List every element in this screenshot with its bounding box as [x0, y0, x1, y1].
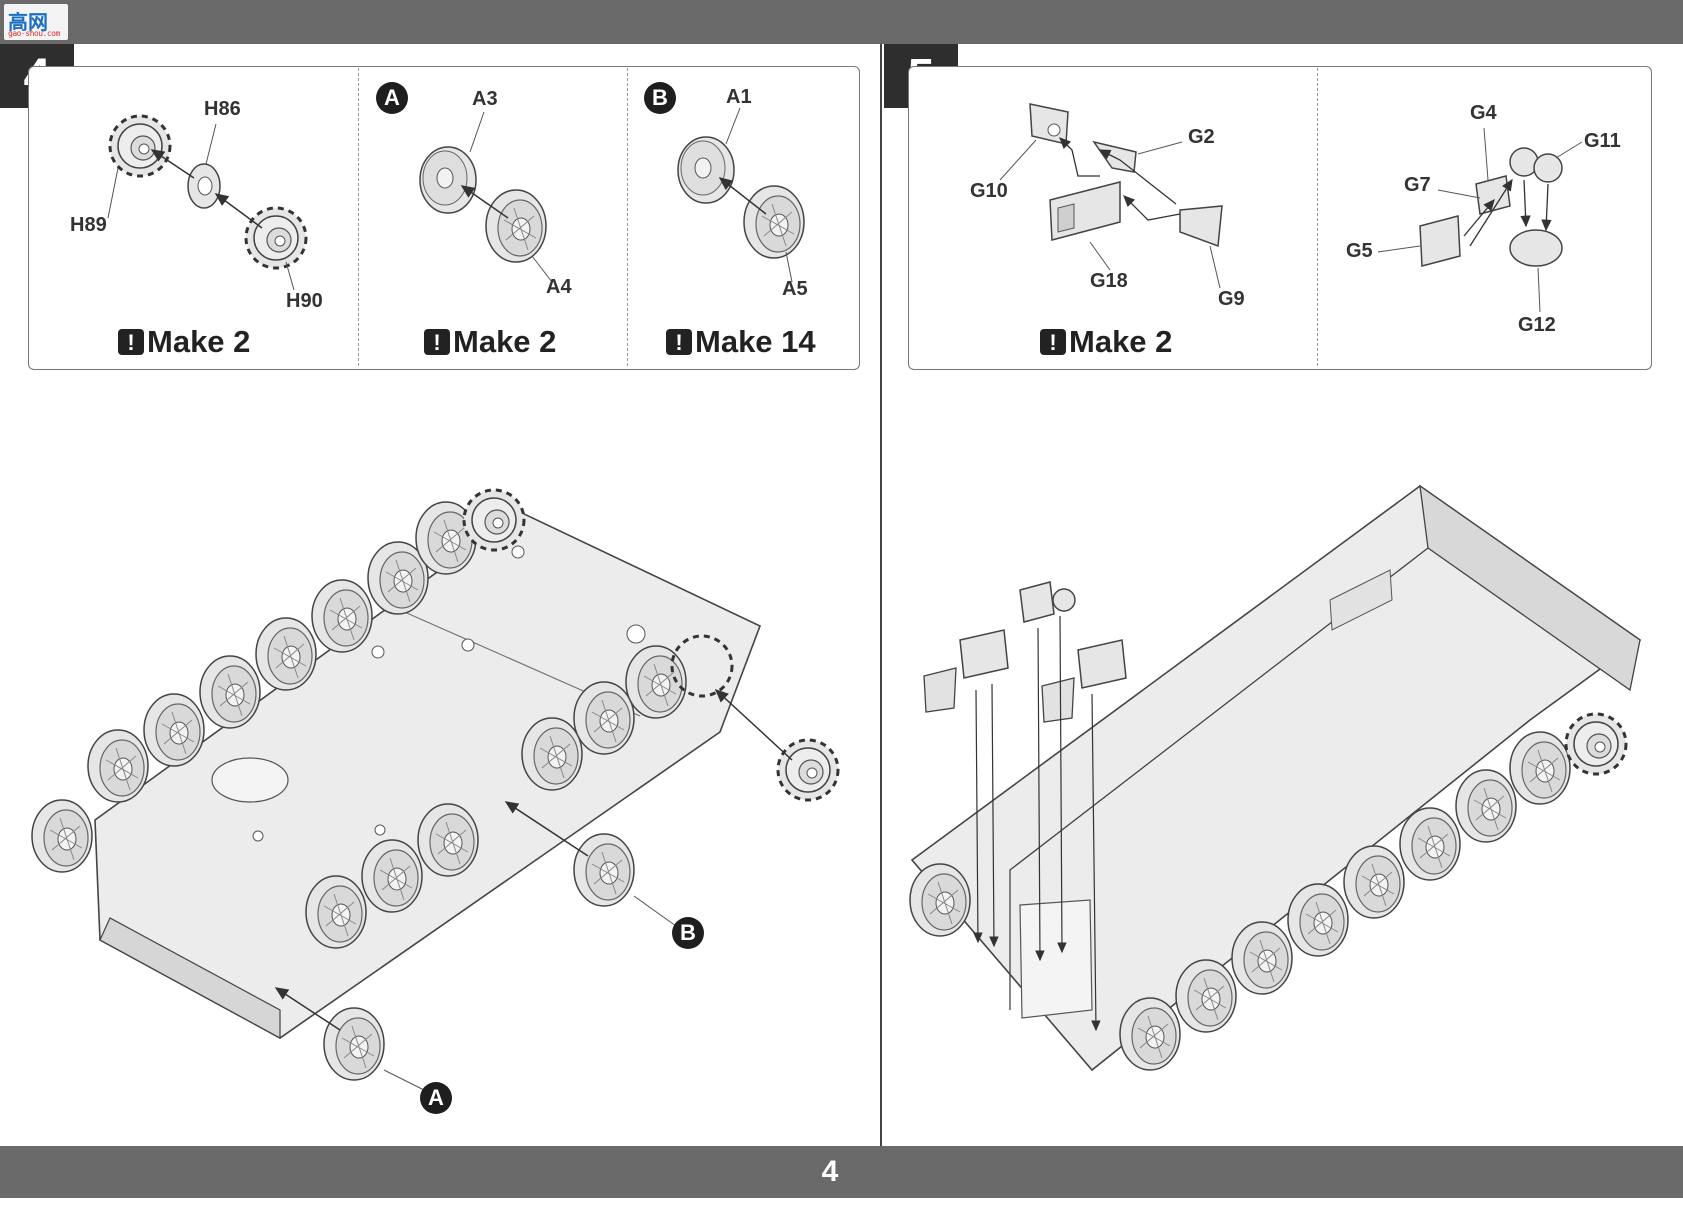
top-bar — [0, 0, 1683, 44]
part-label-g5: G5 — [1346, 240, 1373, 262]
make-quantity-label: !Make 14 — [666, 324, 816, 360]
part-label-h89: H89 — [70, 214, 107, 236]
panel-separator — [627, 68, 628, 366]
make-quantity-label: !Make 2 — [118, 324, 250, 360]
part-label-h86: H86 — [204, 98, 241, 120]
exclamation-icon: ! — [118, 329, 144, 355]
part-label-g4: G4 — [1470, 102, 1497, 124]
page-divider — [880, 44, 882, 1146]
part-label-g9: G9 — [1218, 288, 1245, 310]
watermark-site: gao-shou.com — [8, 29, 60, 38]
part-label-g2: G2 — [1188, 126, 1215, 148]
watermark-logo-text: 高网 — [8, 10, 48, 34]
part-label-h90: H90 — [286, 290, 323, 312]
callout-b-marker: B — [644, 82, 676, 114]
callout-a-marker: A — [376, 82, 408, 114]
assembly-callout-a: A — [420, 1082, 452, 1114]
exclamation-icon: ! — [666, 329, 692, 355]
make-quantity-label: !Make 2 — [1040, 324, 1172, 360]
make-quantity-label: !Make 2 — [424, 324, 556, 360]
step-4-subassembly-panel — [28, 66, 860, 370]
panel-separator — [358, 68, 359, 366]
part-label-g11: G11 — [1584, 130, 1621, 152]
part-label-g10: G10 — [970, 180, 1008, 202]
bottom-bar — [0, 1146, 1683, 1198]
part-label-a4: A4 — [546, 276, 572, 298]
panel-separator — [1317, 68, 1318, 366]
exclamation-icon: ! — [424, 329, 450, 355]
page-number: 4 — [821, 1155, 839, 1188]
part-label-g18: G18 — [1090, 270, 1128, 292]
part-label-a3: A3 — [472, 88, 498, 110]
exclamation-icon: ! — [1040, 329, 1066, 355]
watermark-logo: 高网 gao-shou.com — [4, 4, 68, 40]
part-label-a5: A5 — [782, 278, 808, 300]
part-label-g7: G7 — [1404, 174, 1431, 196]
part-label-a1: A1 — [726, 86, 752, 108]
assembly-callout-b: B — [672, 917, 704, 949]
part-label-g12: G12 — [1518, 314, 1556, 336]
